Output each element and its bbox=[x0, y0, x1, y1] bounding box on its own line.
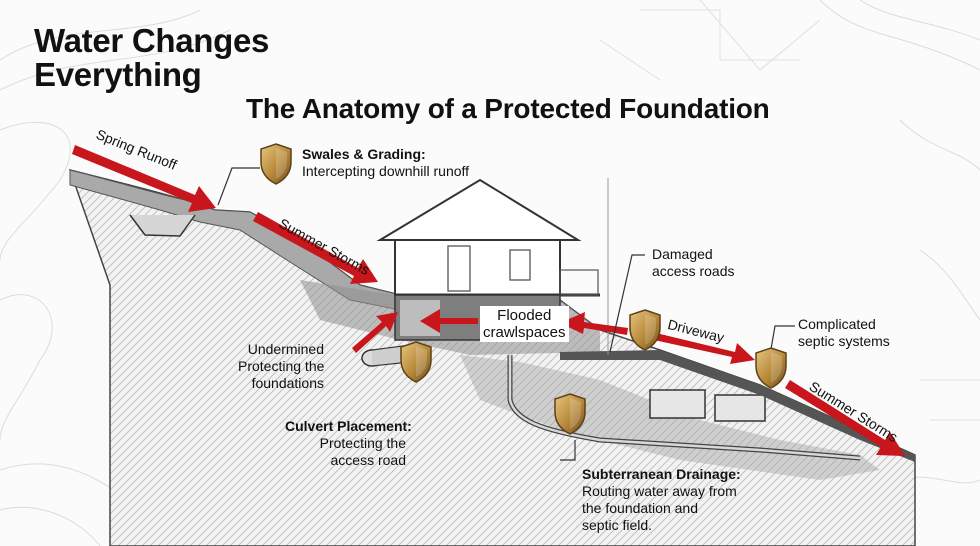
callout-damaged-roads-line2: access roads bbox=[652, 263, 735, 279]
house bbox=[376, 178, 609, 355]
callout-subterranean-line3: septic field. bbox=[582, 517, 653, 533]
arrow-driveway-left bbox=[560, 312, 628, 335]
callout-swales: Swales & Grading: Intercepting downhill … bbox=[302, 146, 469, 180]
callout-culvert-line1: Protecting the bbox=[319, 435, 406, 451]
page-subtitle: The Anatomy of a Protected Foundation bbox=[246, 93, 770, 124]
callout-swales-text: Intercepting downhill runoff bbox=[302, 163, 470, 179]
callout-septic-line1: Complicated bbox=[798, 316, 876, 332]
arrow-to-crawlspace bbox=[420, 309, 478, 333]
title-line-2: Everything bbox=[34, 56, 202, 93]
callout-culvert-line2: access road bbox=[330, 452, 406, 468]
blueprint-lines bbox=[599, 0, 980, 421]
title-line-1: Water Changes bbox=[34, 22, 270, 59]
callout-flooded-line1: Flooded bbox=[497, 307, 552, 324]
callout-septic: Complicated septic systems bbox=[798, 316, 890, 350]
page-title: Water Changes Everything bbox=[34, 24, 269, 92]
callout-undermined-line3: foundations bbox=[251, 375, 324, 391]
swale-ditch bbox=[129, 214, 196, 237]
callout-subterranean-heading: Subterranean Drainage: bbox=[582, 466, 741, 482]
arrow-undermined bbox=[352, 312, 398, 353]
callout-damaged-roads: Damaged access roads bbox=[652, 246, 734, 280]
callout-flooded: Flooded crawlspaces bbox=[480, 306, 569, 342]
callout-swales-heading: Swales & Grading: bbox=[302, 146, 426, 162]
arrow-summer-storms-left bbox=[253, 212, 378, 284]
leader-lines bbox=[217, 167, 795, 461]
callout-damaged-roads-line1: Damaged bbox=[652, 246, 713, 262]
callout-undermined: Undermined Protecting the foundations bbox=[238, 341, 324, 392]
septic-tank-2 bbox=[714, 394, 766, 422]
arrow-spring-runoff bbox=[72, 145, 216, 212]
shield-icon bbox=[554, 393, 586, 435]
callout-subterranean-line2: the foundation and bbox=[582, 500, 698, 516]
callout-undermined-line1: Undermined bbox=[247, 341, 324, 357]
septic-tank-1 bbox=[649, 389, 706, 419]
callout-undermined-line2: Protecting the bbox=[238, 358, 325, 374]
shield-icon bbox=[400, 341, 432, 383]
shield-icon bbox=[260, 143, 292, 185]
callout-septic-line2: septic systems bbox=[798, 333, 890, 349]
runoff-arrows bbox=[72, 145, 905, 456]
callout-culvert-heading: Culvert Placement: bbox=[285, 418, 412, 434]
shield-icon bbox=[629, 309, 661, 351]
shield-icon bbox=[755, 347, 787, 389]
callout-flooded-line2: crawlspaces bbox=[483, 324, 566, 341]
callout-subterranean-line1: Routing water away from bbox=[582, 483, 737, 499]
arrow-summer-storms-right bbox=[785, 380, 905, 456]
callout-culvert: Culvert Placement: Protecting the access… bbox=[285, 418, 412, 469]
arrow-driveway-right bbox=[654, 333, 755, 364]
callout-subterranean: Subterranean Drainage: Routing water awa… bbox=[582, 466, 741, 534]
